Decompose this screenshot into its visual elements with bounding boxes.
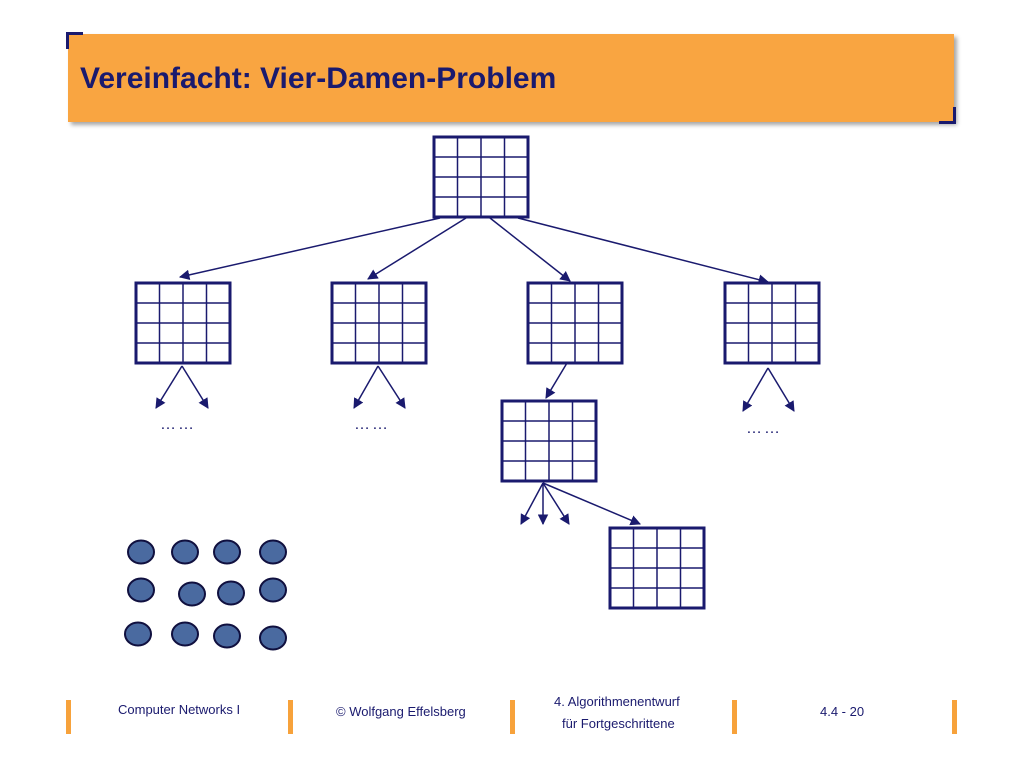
tree-boards bbox=[134, 135, 821, 610]
queen-piece bbox=[171, 621, 199, 647]
queen-piece bbox=[178, 581, 206, 607]
footer-course: Computer Networks I bbox=[118, 702, 241, 717]
footer-chapter-line1: 4. Algorithmenentwurf bbox=[554, 694, 680, 709]
ellipsis-1: …… bbox=[160, 416, 196, 433]
queen-piece bbox=[259, 539, 287, 565]
footer-divider bbox=[66, 700, 71, 734]
title-box: Vereinfacht: Vier-Damen-Problem bbox=[66, 32, 956, 124]
chessboard-5 bbox=[723, 281, 821, 365]
tree-edges bbox=[155, 217, 795, 526]
queen-piece bbox=[259, 625, 287, 651]
tree-arrow bbox=[767, 367, 795, 412]
tree-arrow bbox=[517, 217, 770, 285]
footer-divider bbox=[732, 700, 737, 734]
footer-divider bbox=[952, 700, 957, 734]
queen-pieces bbox=[124, 539, 287, 651]
tree-arrow bbox=[181, 365, 209, 409]
tree-arrow bbox=[742, 367, 769, 412]
tree-arrow bbox=[489, 217, 571, 282]
tree-arrow bbox=[353, 365, 379, 409]
ellipsis-3: …… bbox=[746, 420, 782, 437]
tree-arrow bbox=[377, 365, 406, 409]
chessboard-7 bbox=[608, 526, 706, 610]
queen-piece bbox=[127, 577, 155, 603]
chessboard-1 bbox=[432, 135, 530, 219]
queen-piece bbox=[259, 577, 287, 603]
tree-arrow bbox=[155, 365, 183, 409]
tree-arrow bbox=[520, 482, 544, 525]
queen-piece bbox=[124, 621, 152, 647]
footer-divider bbox=[510, 700, 515, 734]
queen-piece bbox=[213, 539, 241, 565]
queen-piece bbox=[217, 580, 245, 606]
tree-arrow bbox=[545, 357, 571, 399]
queen-piece bbox=[171, 539, 199, 565]
queen-piece bbox=[127, 539, 155, 565]
chessboard-3 bbox=[330, 281, 428, 365]
chessboard-6 bbox=[500, 399, 598, 483]
chessboard-2 bbox=[134, 281, 232, 365]
tree-arrow bbox=[542, 482, 570, 525]
title-corner-bracket bbox=[939, 107, 956, 124]
title-corner-bracket bbox=[66, 32, 83, 49]
ellipsis-2: …… bbox=[354, 416, 390, 433]
slide-title: Vereinfacht: Vier-Damen-Problem bbox=[80, 62, 557, 95]
queen-piece bbox=[213, 623, 241, 649]
chessboard-4 bbox=[526, 281, 624, 365]
tree-arrow bbox=[367, 217, 467, 280]
footer-divider bbox=[288, 700, 293, 734]
footer-chapter-line2: für Fortgeschrittene bbox=[562, 716, 675, 731]
tree-arrow bbox=[542, 482, 641, 526]
footer-page-number: 4.4 - 20 bbox=[820, 704, 865, 719]
footer-author: © Wolfgang Effelsberg bbox=[336, 704, 466, 719]
tree-arrow bbox=[178, 217, 441, 281]
